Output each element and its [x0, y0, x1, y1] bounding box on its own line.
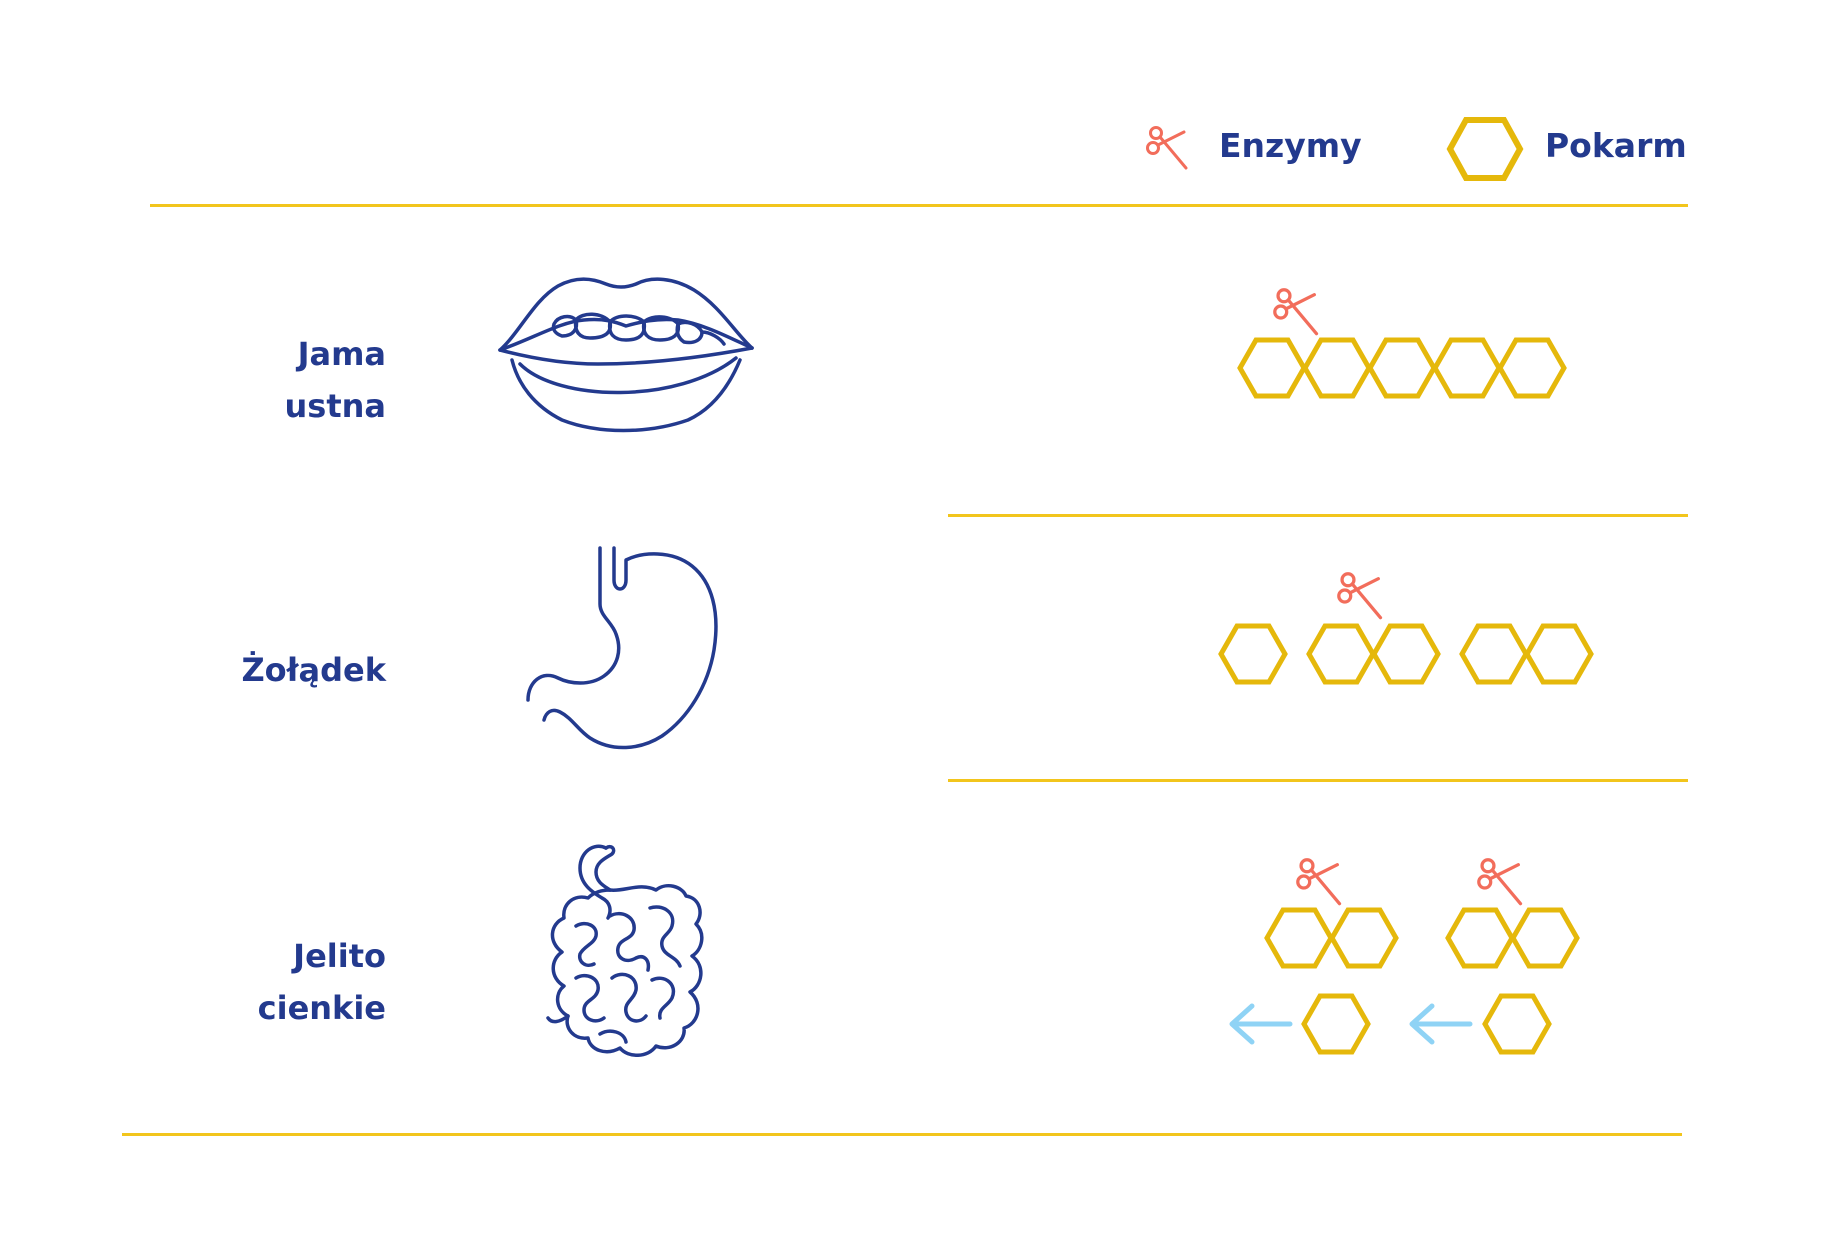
- stage-label-mouth: Jama ustna: [285, 328, 387, 432]
- stage-label-line: Jama: [297, 335, 386, 373]
- bottom-divider: [122, 1133, 1682, 1136]
- legend-food-icon: [1446, 116, 1524, 182]
- stomach-icon: [522, 546, 722, 756]
- stage-label-line: Żołądek: [241, 651, 386, 689]
- legend-enzymes-label: Enzymy: [1219, 126, 1362, 165]
- stage-label-line: ustna: [284, 387, 387, 425]
- small-intestine-icon: [540, 838, 708, 1064]
- mouth-icon: [498, 272, 754, 436]
- stage-label-line: Jelito: [293, 937, 386, 975]
- legend-food-label: Pokarm: [1545, 126, 1687, 165]
- stage-divider-1: [948, 514, 1688, 517]
- stage-divider-2: [948, 779, 1688, 782]
- mouth-food-diagram: [1225, 282, 1585, 408]
- stage-label-small-intestine: Jelito cienkie: [258, 930, 386, 1034]
- stomach-food-diagram: [1205, 570, 1605, 690]
- stage-label-line: cienkie: [257, 989, 386, 1027]
- legend-enzyme-icon: [1138, 118, 1198, 178]
- small-intestine-food-diagram: [1220, 852, 1620, 1062]
- top-divider: [150, 204, 1688, 207]
- stage-label-stomach: Żołądek: [241, 644, 386, 696]
